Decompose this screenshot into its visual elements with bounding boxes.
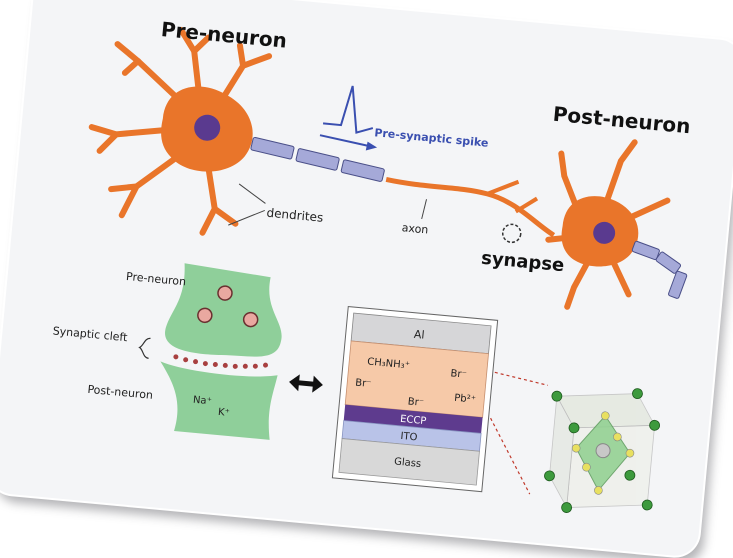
al-label: Al [413, 328, 425, 342]
dendrites-label: dendrites [266, 206, 324, 225]
ion-na-label: Na⁺ [192, 395, 212, 408]
br-label-1: Br⁻ [450, 368, 467, 380]
neurotransmitter-dots [173, 354, 269, 369]
pre-synaptic-spike-waveform [322, 85, 374, 134]
glass-label: Glass [394, 456, 422, 469]
layer-glass [338, 438, 480, 486]
post-neuron-nucleus [593, 221, 616, 244]
closeup-post-neuron-label: Post-neuron [87, 383, 154, 402]
post-neuron-title: Post-neuron [552, 102, 692, 139]
zoom-connector-bottom [490, 417, 531, 495]
equivalence-arrow [289, 374, 323, 393]
synaptic-cleft-label: Synaptic cleft [52, 324, 129, 344]
layer-eccp [343, 404, 483, 434]
post-synaptic-terminal [160, 361, 278, 440]
zoom-connector-top [494, 371, 548, 386]
post-axon-myelin [631, 240, 688, 299]
spike-label: Pre-synaptic spike [374, 126, 489, 150]
closeup-pre-neuron-label: Pre-neuron [126, 270, 187, 289]
axon-myelin [250, 136, 385, 182]
pre-synaptic-terminal [165, 263, 282, 357]
pre-neuron-nucleus [194, 114, 221, 141]
device-stack: Al CH₃NH₃⁺ Br⁻ Br⁻ Br⁻ Pb²⁺ ECCP ITO Gla… [331, 305, 499, 493]
b-site-ion [595, 443, 611, 459]
pre-neuron-title: Pre-neuron [160, 17, 288, 53]
pre-neuron-cell [88, 26, 273, 236]
spike-direction-arrow [319, 134, 368, 147]
pb-label: Pb²⁺ [454, 393, 477, 406]
cleft-bracket [138, 337, 151, 359]
ch3nh3-label: CH₃NH₃⁺ [367, 357, 411, 372]
eccp-label: ECCP [400, 414, 427, 427]
synapse-label: synapse [480, 248, 565, 277]
axon-label: axon [401, 221, 429, 236]
axon [385, 177, 556, 238]
vesicles [197, 285, 259, 328]
ito-label: ITO [400, 431, 418, 444]
ion-k-label: K⁺ [217, 407, 230, 419]
br-label-2: Br⁻ [355, 378, 372, 390]
perovskite-crystal [544, 388, 661, 513]
synapse-marker [501, 223, 522, 244]
br-label-3: Br⁻ [407, 396, 424, 408]
